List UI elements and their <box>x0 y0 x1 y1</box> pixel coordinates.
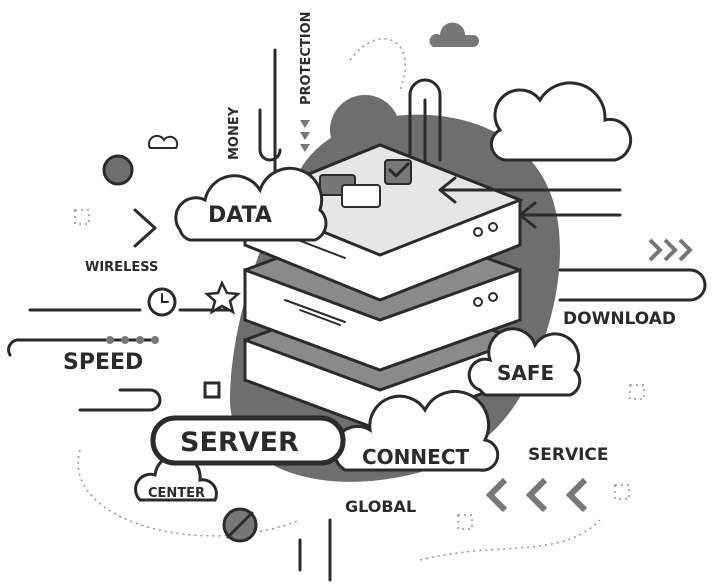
pipe <box>298 518 332 582</box>
label-money: MONEY <box>227 106 242 160</box>
label-safe: SAFE <box>497 361 554 385</box>
connect-cloud <box>332 389 500 472</box>
label-center: CENTER <box>148 486 205 501</box>
safe-cloud <box>467 327 582 397</box>
label-service: SERVICE <box>528 445 609 465</box>
chevrons-left-icon <box>485 477 588 513</box>
chevron-right-icon <box>133 208 157 248</box>
star-icon <box>203 279 242 315</box>
triangles-down-icon <box>300 120 310 152</box>
chat-bubble-icon <box>341 184 381 208</box>
dotted-square <box>614 484 630 500</box>
arrow-left-icon <box>518 201 622 229</box>
square-icon <box>203 381 221 399</box>
label-speed: SPEED <box>63 350 143 375</box>
label-global: GLOBAL <box>345 497 416 516</box>
dotted-path <box>419 519 601 561</box>
label-wireless: WIRELESS <box>85 260 158 275</box>
small-cloud-icon <box>147 134 179 149</box>
speed-line <box>7 338 152 357</box>
arrow-left-icon <box>438 176 622 204</box>
cloud <box>489 81 633 162</box>
pipe <box>258 108 282 162</box>
clock-hands-icon <box>161 293 169 303</box>
line <box>78 388 162 412</box>
label-server: SERVER <box>180 427 299 458</box>
circle-decoration <box>102 154 134 186</box>
chevrons-right-icon <box>648 238 693 262</box>
server-stack <box>241 143 525 432</box>
small-cloud-icon <box>429 22 479 47</box>
dotted-path <box>349 38 406 91</box>
download-line <box>558 268 707 302</box>
dots-row <box>106 336 159 344</box>
label-protection: PROTECTION <box>299 11 314 105</box>
dotted-square <box>74 209 90 225</box>
checkmark-icon <box>388 162 410 178</box>
label-data: DATA <box>208 203 272 228</box>
pipe <box>408 78 442 172</box>
server-pill <box>150 415 346 466</box>
data-cloud <box>174 166 328 242</box>
no-sign-slash <box>226 511 254 539</box>
label-connect: CONNECT <box>362 445 469 469</box>
dotted-square <box>629 384 645 400</box>
label-download: DOWNLOAD <box>563 309 676 329</box>
dotted-square <box>457 514 473 530</box>
